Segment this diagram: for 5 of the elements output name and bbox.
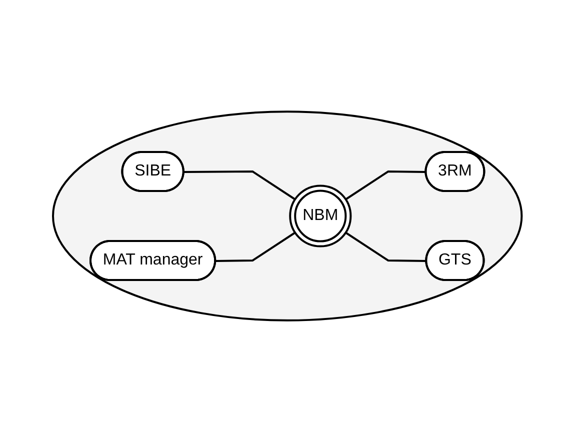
- connector: [344, 170, 426, 200]
- connector: [215, 232, 296, 262]
- connector: [344, 232, 426, 262]
- node-circle: NBM: [288, 184, 352, 248]
- connector: [184, 170, 296, 200]
